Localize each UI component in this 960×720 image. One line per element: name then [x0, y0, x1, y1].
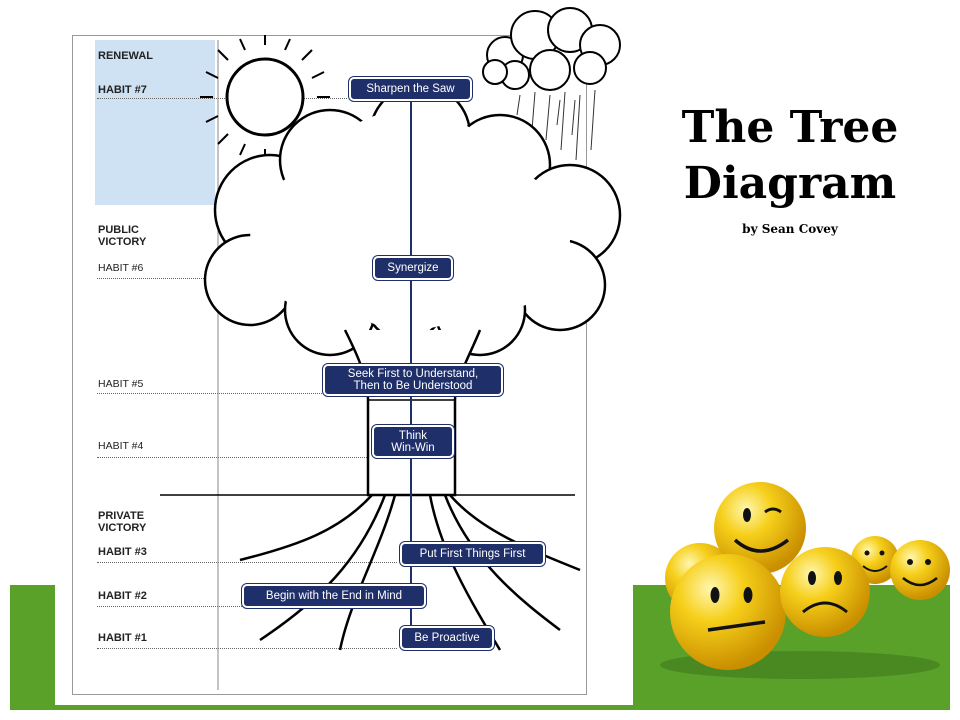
renewal-highlight	[95, 40, 215, 205]
habit-3-line	[97, 562, 397, 563]
section-public-victory-label: PUBLIC VICTORY	[98, 224, 147, 248]
diagram-frame	[72, 35, 587, 695]
slide-title: The Tree Diagram	[660, 100, 920, 212]
habit-3-label: HABIT #3	[98, 546, 147, 558]
habit-7-label: HABIT #7	[98, 84, 147, 96]
section-private-victory-label: PRIVATE VICTORY	[98, 510, 147, 534]
title-line-1: The Tree	[681, 102, 899, 153]
habit-4-line	[97, 457, 369, 458]
habit-1-label: HABIT #1	[98, 632, 147, 644]
smiley-ball-sad	[780, 547, 870, 637]
slide-subtitle: by Sean Covey	[742, 222, 838, 236]
habit-6-pill: Synergize	[373, 256, 453, 280]
habit-6-label: HABIT #6	[98, 262, 144, 274]
title-line-2: Diagram	[683, 158, 897, 209]
sun-icon	[200, 35, 330, 160]
habit-2-label: HABIT #2	[98, 590, 147, 602]
habit-2-line	[97, 606, 242, 607]
habit-3-pill: Put First Things First	[400, 542, 545, 566]
habit-5-line	[97, 393, 322, 394]
smiley-ball-small-2	[890, 540, 950, 600]
habit-1-pill: Be Proactive	[400, 626, 494, 650]
habit-5-label: HABIT #5	[98, 378, 144, 390]
habit-4-pill: Think Win-Win	[372, 425, 454, 458]
habit-1-line	[97, 648, 397, 649]
habit-7-line	[97, 98, 347, 99]
section-renewal-label: RENEWAL	[98, 50, 153, 62]
smiley-ball-neutral	[670, 554, 786, 670]
habit-7-pill: Sharpen the Saw	[349, 77, 472, 101]
habit-5-pill: Seek First to Understand, Then to Be Und…	[323, 364, 503, 396]
habit-4-label: HABIT #4	[98, 440, 144, 452]
rain-icon	[516, 89, 596, 161]
habit-2-pill: Begin with the End in Mind	[242, 584, 426, 608]
smiley-ball-wink	[714, 482, 806, 574]
cloud-icon	[482, 7, 621, 91]
